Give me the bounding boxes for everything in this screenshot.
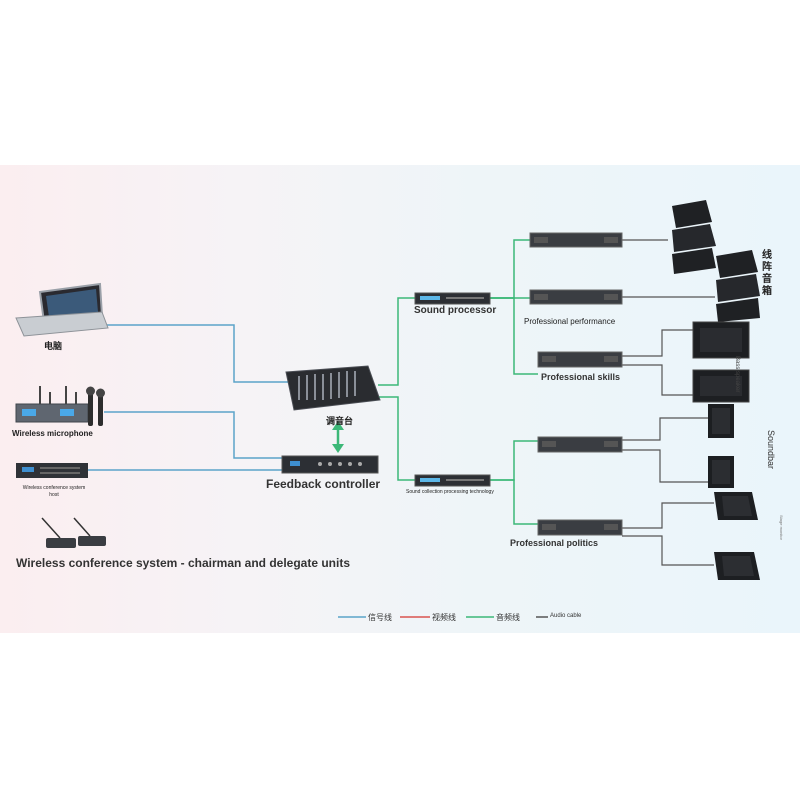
amplifier-icon	[537, 351, 623, 368]
cable-monitor-2	[622, 535, 714, 566]
line-array-label: 线阵音箱	[762, 250, 772, 297]
microphone-receiver-icon	[15, 386, 89, 423]
sound-processor-label: Sound processor	[414, 305, 497, 316]
bass-speaker-icon	[692, 321, 750, 359]
professional-politics-label: Professional politics	[510, 538, 599, 548]
soundbar-label: Soundbar	[766, 430, 776, 470]
cable-soundbar-1	[622, 417, 708, 441]
column-speaker-icon	[708, 456, 734, 488]
processor-to-amp3-line	[490, 297, 538, 375]
legend-label-audio-cable: Audio cable	[550, 613, 582, 619]
handheld-microphone-icon	[86, 386, 105, 426]
professional-performance-label: Professional performance	[524, 317, 616, 326]
bass-speaker-icon	[692, 369, 750, 403]
column-speaker-icon	[708, 404, 734, 438]
sound-processor-icon	[414, 292, 491, 305]
audio-lines	[378, 239, 538, 525]
speaker-cables	[622, 239, 715, 566]
line-array-speaker-icon	[672, 200, 716, 274]
amplifier-icon	[529, 232, 623, 248]
collection-to-amp5-line	[490, 479, 538, 525]
wireless-microphone-label: Wireless microphone	[12, 429, 93, 438]
cable-bass-1	[622, 329, 693, 357]
line-array-speaker-icon	[716, 250, 760, 322]
processor-to-amp1-line	[490, 239, 530, 299]
amplifier-icon	[537, 436, 623, 453]
collection-to-amp4-line	[490, 440, 538, 481]
cable-soundbar-2	[622, 449, 708, 483]
feedback-controller-label: Feedback controller	[266, 477, 381, 491]
computer-label: 电脑	[44, 341, 63, 351]
legend-label-video: 视频线	[432, 613, 456, 622]
feedback-controller-icon	[281, 455, 379, 474]
amplifier-icon	[529, 289, 623, 305]
amplifier-icon	[537, 519, 623, 536]
conference-unit-icon	[41, 517, 106, 548]
diagram-panel	[0, 165, 800, 633]
bidirectional-arrow-icon	[332, 421, 344, 453]
conference-host-icon	[16, 463, 88, 478]
cable-monitor-1	[622, 502, 714, 529]
conference-units-label: Wireless conference system - chairman an…	[16, 556, 351, 570]
stage-monitor-label: Stage monitor	[779, 515, 784, 540]
collection-processor-label: Sound collection processing technology	[406, 489, 494, 495]
legend-label-signal: 信号线	[368, 613, 392, 622]
microphone-signal-line	[104, 411, 282, 459]
mixer-label: 调音台	[326, 416, 354, 426]
cable-bass-2	[622, 364, 693, 396]
collection-processor-icon	[414, 474, 491, 487]
mixer-to-sound-processor-line	[378, 297, 415, 386]
stage-monitor-icon	[714, 492, 758, 520]
professional-skills-label: Professional skills	[541, 372, 621, 382]
mixer-to-collection-processor-line	[378, 396, 415, 481]
signal-lines	[88, 324, 290, 471]
stage-monitor-icon	[714, 552, 760, 580]
computer-signal-line	[104, 324, 290, 383]
bass-speaker-label: Bass speaker	[734, 356, 740, 393]
mixer-icon	[285, 365, 381, 411]
conference-host-label: Wireless conference system host	[22, 485, 86, 498]
legend-label-audio: 音频线	[496, 613, 520, 622]
laptop-icon	[15, 282, 109, 337]
